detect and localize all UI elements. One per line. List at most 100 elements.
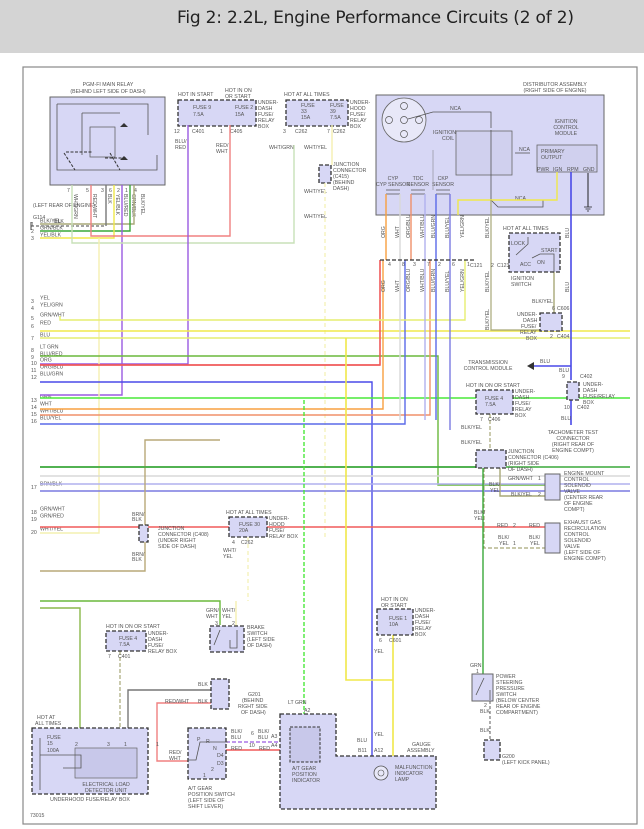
svg-text:2: 2	[513, 523, 516, 529]
svg-text:C121: C121	[470, 263, 483, 269]
svg-text:7: 7	[480, 417, 483, 423]
svg-text:BLK/: BLK/	[474, 510, 486, 516]
svg-text:UNDER-: UNDER-	[148, 631, 168, 637]
harness-wire-label: GRN/WHT	[40, 507, 66, 513]
fuse-4-c401: HOT IN ON OR START FUSE 4 7.5A UNDER- DA…	[105, 624, 177, 660]
svg-text:CYP SENSOR: CYP SENSOR	[376, 182, 410, 188]
svg-text:15: 15	[47, 741, 53, 747]
colored-wires	[40, 125, 630, 770]
svg-text:FUSE/: FUSE/	[148, 643, 164, 649]
fuse-9-fuse-2-box: HOT IN START HOT IN ON OR START FUSE 9 7…	[174, 88, 278, 155]
fuse-30: HOT AT ALL TIMES FUSE 30 20A UNDER- HOOD…	[223, 510, 298, 560]
svg-text:COMPT): COMPT)	[564, 507, 585, 513]
c121-pin: 6	[452, 262, 455, 268]
harness-pin-number: 18	[31, 510, 37, 516]
harness-pin-number: 5	[31, 316, 34, 322]
svg-text:P: P	[197, 737, 201, 743]
relay-pin-number: 2	[117, 188, 120, 194]
harness-wire-label: BLU/GRN	[40, 372, 63, 378]
c401-label: C401	[192, 129, 205, 135]
svg-text:DASH: DASH	[258, 106, 273, 112]
harness-pin-number: 19	[31, 517, 37, 523]
c121-wire-label-top: BLU/GRN	[431, 215, 437, 238]
svg-text:BLU: BLU	[561, 416, 571, 422]
svg-text:FUSE: FUSE	[301, 103, 315, 109]
svg-text:OF DASH): OF DASH)	[241, 710, 266, 716]
relay-pin-wire: WHT/GRN	[72, 194, 78, 219]
at-gear-position-switch: 1 RED/ WHT P R N D4 D3 2 1 A/T GEAR POSI…	[156, 699, 277, 810]
harness-wire-label: ORG	[40, 358, 52, 364]
wiring-diagram: 1BLK/YEL2GRN/BLK3YEL/BLK3YEL4YEL/GRN5GRN…	[22, 66, 638, 825]
svg-text:7: 7	[108, 654, 111, 660]
harness-wire-label: BLU	[40, 333, 50, 339]
svg-text:BLK/: BLK/	[498, 535, 510, 541]
relay-pin-wire: RED/WHT	[91, 194, 97, 219]
svg-text:OF DASH): OF DASH)	[508, 467, 533, 473]
figure-id: 73015	[30, 813, 45, 819]
svg-text:(C415): (C415)	[333, 174, 349, 180]
svg-text:2: 2	[75, 742, 78, 748]
transmission-control-module: TRANSMISSION CONTROL MODULE BLU	[464, 359, 551, 372]
svg-text:YEL: YEL	[474, 516, 484, 522]
wire-blk-yel-mount	[499, 468, 545, 497]
svg-text:3: 3	[283, 129, 286, 135]
svg-text:PWR: PWR	[537, 167, 549, 173]
svg-text:EXHAUST GAS: EXHAUST GAS	[564, 520, 601, 526]
svg-text:HOT AT ALL TIMES: HOT AT ALL TIMES	[503, 226, 549, 232]
svg-text:10: 10	[249, 743, 255, 749]
svg-text:DASH): DASH)	[333, 186, 349, 192]
svg-text:20A: 20A	[239, 528, 249, 534]
wire-blu-red-relay	[40, 185, 123, 396]
svg-text:ELECTRICAL LOAD: ELECTRICAL LOAD	[82, 782, 130, 788]
svg-text:RELAY BOX: RELAY BOX	[148, 649, 177, 655]
svg-text:(BEHIND: (BEHIND	[242, 698, 264, 704]
svg-text:BOX: BOX	[515, 413, 526, 419]
blk-yel-wire-label: BLK/YEL	[485, 309, 491, 330]
svg-text:TRANSMISSION: TRANSMISSION	[468, 360, 508, 366]
svg-text:12: 12	[174, 129, 180, 135]
svg-text:YEL: YEL	[374, 649, 384, 655]
relay-pin-number: 1	[125, 188, 128, 194]
svg-text:33: 33	[301, 109, 307, 115]
c121-wire-label-bottom: YEL/GRN	[460, 269, 466, 292]
ground-g200: G200 (LEFT KICK PANEL)	[483, 739, 550, 766]
svg-text:ASSEMBLY: ASSEMBLY	[407, 748, 435, 754]
svg-text:YEL: YEL	[499, 541, 509, 547]
harness-pin-number: 3	[31, 236, 34, 242]
wire-wht-grn	[71, 145, 295, 244]
svg-text:FUSE: FUSE	[330, 103, 344, 109]
svg-text:1: 1	[476, 669, 479, 675]
svg-text:FUSE: FUSE	[47, 735, 61, 741]
svg-text:CONTROL MODULE: CONTROL MODULE	[464, 366, 513, 372]
harness-wire-label: WHT/YEL	[40, 527, 63, 533]
wire-blk-yel-egr	[483, 468, 545, 549]
fuse-4-c406: HOT IN ON OR START FUSE 4 7.5A UNDER- DA…	[461, 383, 535, 446]
fuse2-header: HOT IN ON	[225, 88, 252, 94]
underdash-fuse-c402: BLU 9 C402 UNDER- DASH FUSE/RELAY BOX 10…	[548, 368, 616, 454]
svg-text:GAUGE: GAUGE	[412, 742, 431, 748]
svg-text:UNDER-: UNDER-	[515, 389, 535, 395]
wire-blu-red-fuse9	[40, 125, 189, 365]
svg-text:BLK/YEL: BLK/YEL	[461, 440, 482, 446]
svg-text:HOT AT: HOT AT	[37, 715, 56, 721]
svg-text:(BELOW CENTER: (BELOW CENTER	[496, 698, 539, 704]
fuse2-rating: 15A	[235, 112, 245, 118]
wire-eld-blk	[127, 689, 211, 745]
harness-pin-number: 1	[31, 222, 34, 228]
svg-text:3: 3	[215, 621, 218, 627]
svg-text:UNDER-: UNDER-	[350, 100, 370, 106]
c121-wire-label-top: ORG	[381, 226, 387, 238]
svg-text:BLK/YEL: BLK/YEL	[511, 492, 532, 498]
svg-text:(CENTER REAR: (CENTER REAR	[564, 495, 603, 501]
svg-text:POWER: POWER	[496, 674, 516, 680]
svg-text:RELAY: RELAY	[350, 118, 367, 124]
harness-wire-label: GRN/RED	[40, 514, 64, 520]
svg-text:HOT IN ON: HOT IN ON	[381, 597, 408, 603]
svg-text:CONTROL: CONTROL	[564, 532, 589, 538]
svg-text:BLK/: BLK/	[529, 535, 541, 541]
harness-wire-label: RED	[40, 321, 51, 327]
svg-text:COMPARTMENT): COMPARTMENT)	[496, 710, 538, 716]
svg-text:BLK/: BLK/	[258, 729, 270, 735]
svg-text:B11: B11	[358, 748, 367, 754]
